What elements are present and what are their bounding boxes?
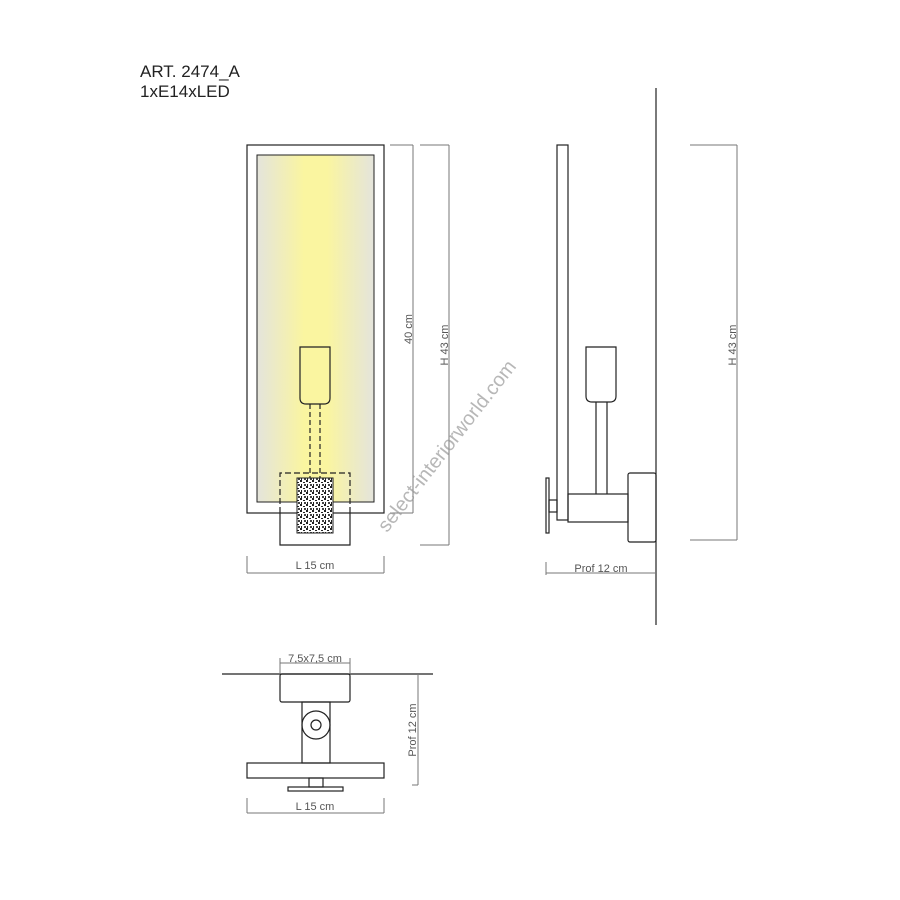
dim-width: L 15 cm [296,560,335,572]
wall-base [627,472,657,543]
dim-height-total-side: H 43 cm [727,325,739,366]
dim-height-total: H 43 cm [439,325,451,366]
dim-depth-top: Prof 12 cm [407,703,419,756]
wall-base [279,673,351,703]
knob [548,499,558,513]
top-view: 7,5x7,5 cm Prof 12 cm L 15 cm [222,653,433,814]
side-view: H 43 cm Prof 12 cm [545,88,739,625]
arm [567,493,629,523]
knob [308,777,324,788]
socket-inner [310,719,322,731]
glass-panel [256,154,375,503]
dim-depth: Prof 12 cm [574,563,627,575]
granite-block [296,477,334,534]
bulb-socket [299,346,331,405]
dim-height-inner: 40 cm [403,314,415,344]
socket-circle [301,710,331,740]
wall-base [279,513,351,546]
bulb-spec: 1xE14xLED [140,82,230,101]
dim-width-top: L 15 cm [296,801,335,813]
watermark: select-interiorworld.com [374,356,521,536]
wall-base-hidden [279,472,351,513]
bulb-socket [585,346,617,403]
article-number: ART. 2474_A [140,62,240,81]
front-view: 40 cm H 43 cm L 15 cm [246,144,451,574]
panel-side [556,144,569,521]
knob-plate [287,786,344,792]
panel-top [246,762,385,779]
dim-base-size: 7,5x7,5 cm [288,653,342,665]
